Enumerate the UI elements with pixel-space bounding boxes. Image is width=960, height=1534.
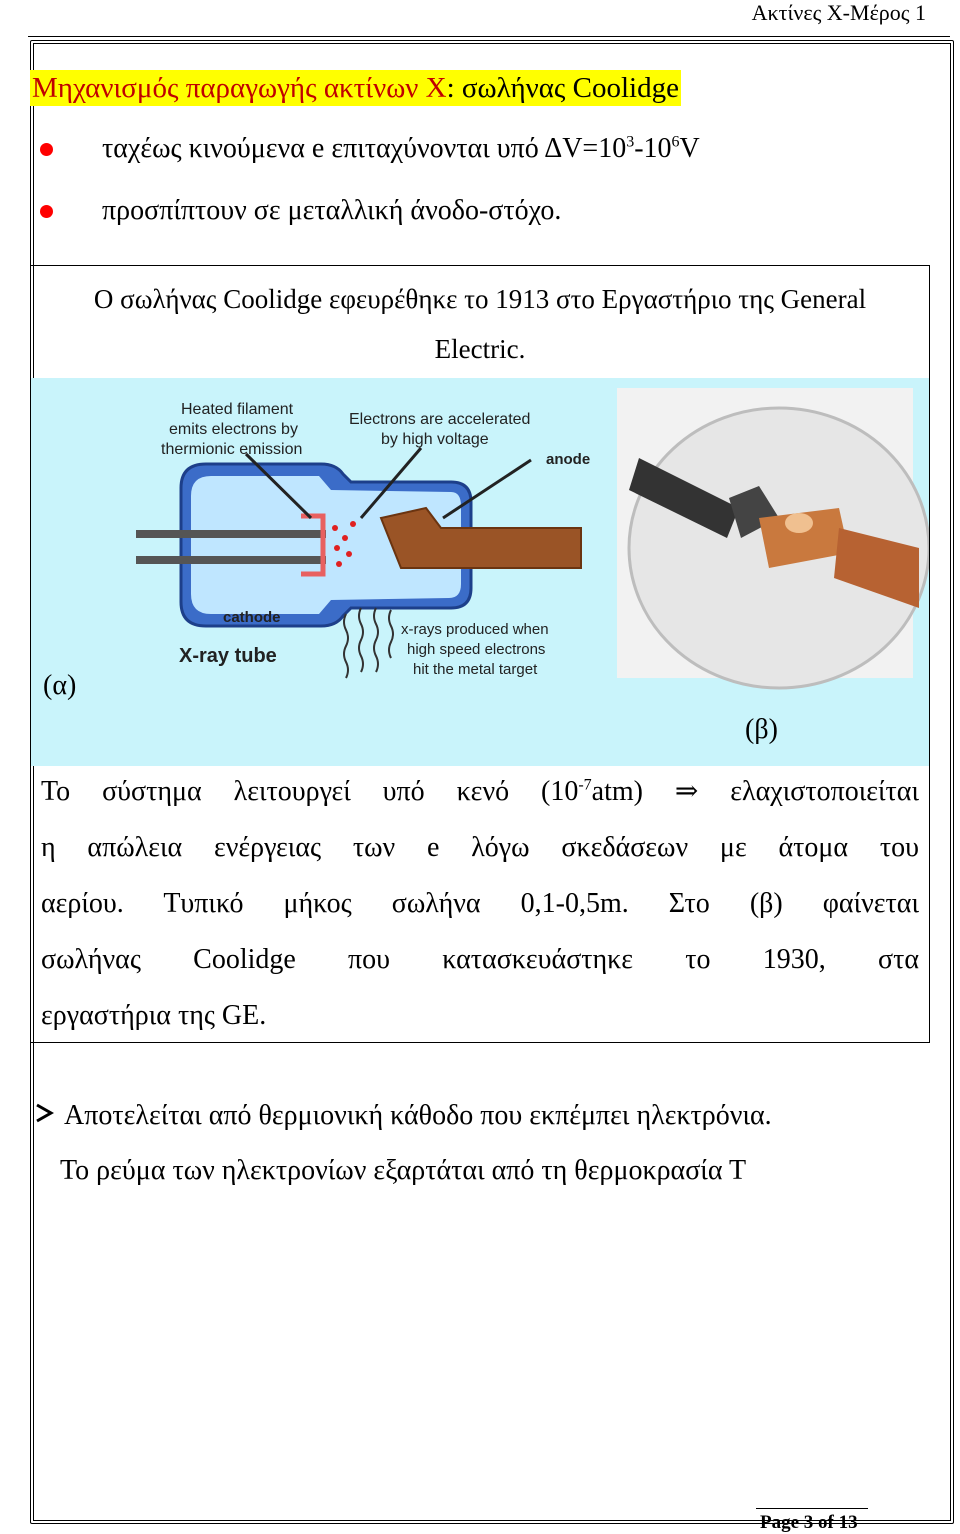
- section-title: Μηχανισμός παραγωγής ακτίνων Χ: σωλήνας …: [30, 70, 681, 106]
- list-item-text: Αποτελείται από θερμιονική κάθοδο που εκ…: [64, 1100, 772, 1131]
- label-xrays-1: x-rays produced when: [401, 621, 549, 638]
- para-line: αερίου. Τυπικό μήκος σωλήνα 0,1-0,5m. Στ…: [41, 888, 919, 919]
- bullet-dot: [40, 143, 53, 156]
- header-rule: [28, 36, 950, 37]
- label-xrays-2: high speed electrons: [407, 641, 545, 658]
- para-line: Το σύστημα λειτουργεί υπό κενό (10-7atm)…: [41, 776, 920, 807]
- figure-label-a: (α): [43, 670, 77, 701]
- bullet-text: προσπίπτουν σε μεταλλική άνοδο-στόχο.: [102, 195, 562, 226]
- title-rest: : σωλήνας Coolidge: [446, 72, 679, 104]
- xray-tube-svg: Heated filament emits electrons by therm…: [136, 401, 590, 679]
- footer-rule: [756, 1508, 868, 1509]
- bullet-text: ταχέως κινούμενα e επιταχύνονται υπό ΔV=…: [102, 133, 700, 164]
- figure-label-b: (β): [745, 714, 778, 745]
- box-intro-line1: O σωλήνας Coolidge εφευρέθηκε το 1913 στ…: [93, 284, 867, 314]
- bullet-item-2: προσπίπτουν σε μεταλλική άνοδο-στόχο.: [30, 194, 910, 228]
- label-tube: X-ray tube: [179, 645, 277, 667]
- label-accel-2: by high voltage: [381, 431, 489, 448]
- para-line: η απώλεια ενέργειας των e λόγω σκεδάσεων…: [41, 832, 919, 863]
- label-cathode: cathode: [223, 609, 281, 626]
- photo-svg: [617, 388, 931, 690]
- label-filament-2: emits electrons by: [169, 421, 298, 438]
- bullet-dot: [40, 205, 53, 218]
- bullet-item-1: ταχέως κινούμενα e επιταχύνονται υπό ΔV=…: [30, 132, 910, 166]
- label-accel-1: Electrons are accelerated: [349, 411, 530, 428]
- chevron-bullet-icon: [34, 1100, 56, 1132]
- info-box: O σωλήνας Coolidge εφευρέθηκε το 1913 στ…: [30, 265, 931, 1044]
- box-intro-line2: Electric.: [434, 334, 526, 364]
- xray-tube-diagram: Heated filament emits electrons by therm…: [31, 378, 599, 766]
- label-xrays-3: hit the metal target: [413, 661, 538, 678]
- para-line: σωλήνας Coolidge που κατασκευάστηκε το 1…: [41, 944, 919, 975]
- page-number: Page 3 of 13: [760, 1512, 858, 1533]
- implies-arrow-icon: ⇒: [674, 776, 699, 807]
- title-red-part: Μηχανισμός παραγωγής ακτίνων Χ: [32, 72, 447, 104]
- page-border: [30, 40, 954, 1524]
- box-paragraph: Το σύστημα λειτουργεί υπό κενό (10-7atm)…: [41, 764, 919, 1044]
- coolidge-tube-photo: [599, 378, 931, 766]
- label-filament-3: thermionic emission: [161, 441, 302, 458]
- list-continuation: Το ρεύμα των ηλεκτρονίων εξαρτάται από τ…: [60, 1155, 747, 1186]
- label-filament-1: Heated filament: [181, 401, 294, 418]
- arrow-list-item: Αποτελείται από θερμιονική κάθοδο που εκ…: [34, 1100, 772, 1132]
- para-line: εργαστήρια της GE.: [41, 1000, 267, 1031]
- running-header: Ακτίνες Χ-Μέρος 1: [751, 0, 926, 25]
- label-anode: anode: [546, 451, 590, 468]
